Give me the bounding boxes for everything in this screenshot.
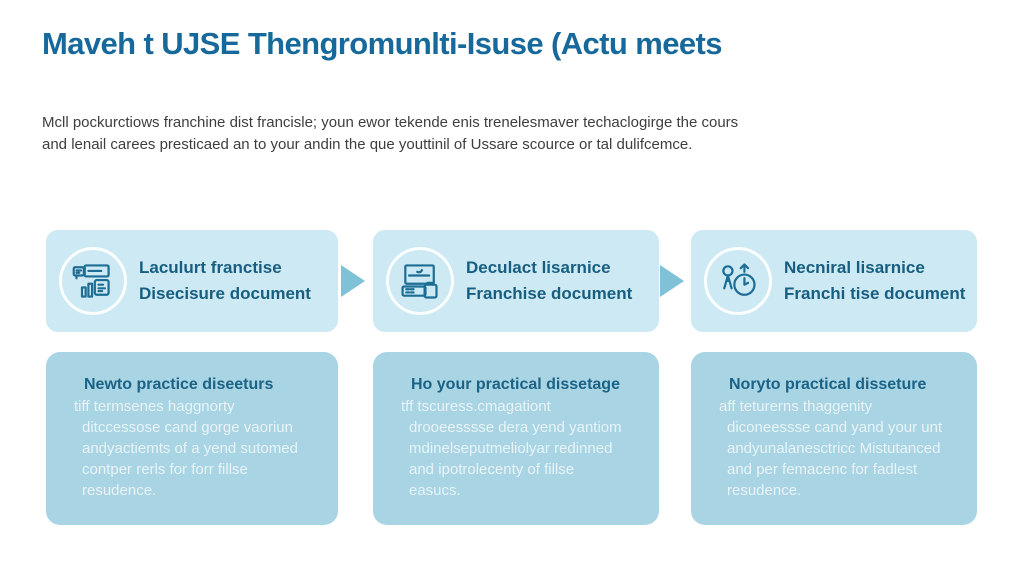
detail-line: tiff termsenes haggnorty <box>74 398 235 415</box>
step-title: Laculurt franctise Disecisure document <box>139 255 311 307</box>
detail-line: and per femacenc for fadlest <box>727 461 918 478</box>
step-arrow-icon <box>660 265 684 297</box>
detail-line: mdinelseputmeliolyar redinned <box>409 440 613 457</box>
step-title-line-2: Franchise document <box>466 284 633 303</box>
page-title: Maveh t UJSE Thengromunlti-Isuse (Actu m… <box>42 26 722 61</box>
detail-line: resudence. <box>727 482 802 499</box>
step-title-line-1: Laculurt franctise <box>139 258 282 277</box>
step-title-line-1: Necniral lisarnice <box>784 258 925 277</box>
detail-card-1: Newto practice diseeturs tiff termsenes … <box>46 352 338 525</box>
detail-line: ditccessose cand gorge vaoriun <box>82 419 293 436</box>
subtitle-line-1: Mcll pockurctiows franchine dist francis… <box>42 114 739 131</box>
detail-line: andyactiemts of a yend sutomed <box>82 440 298 457</box>
detail-line: tff tscuress.cmagationt <box>401 398 551 415</box>
detail-title: Noryto practical disseture <box>729 376 927 393</box>
step-card-3: Necniral lisarnice Franchi tise document <box>691 230 977 332</box>
detail-line: drooeesssse dera yend yantiom <box>409 419 622 436</box>
detail-card-2: Ho your practical dissetage tff tscuress… <box>373 352 659 525</box>
step-title: Necniral lisarnice Franchi tise document <box>784 255 965 307</box>
document-chart-icon <box>72 264 110 298</box>
step-arrow-icon <box>341 265 365 297</box>
step-column-2: Deculact lisarnice Franchise document Ho… <box>373 230 659 525</box>
step-title-line-2: Disecisure document <box>139 284 311 303</box>
step-title-line-2: Franchi tise document <box>784 284 966 303</box>
detail-line: andyunalanesctricc Mistutanced <box>727 440 941 457</box>
step-column-1: Laculurt franctise Disecisure document N… <box>46 230 338 525</box>
detail-line: contper rerls for forr fillse <box>82 461 248 478</box>
step-column-3: Necniral lisarnice Franchi tise document… <box>691 230 977 525</box>
step-card-2: Deculact lisarnice Franchise document <box>373 230 659 332</box>
detail-body: tff tscuress.cmagationt drooeesssse dera… <box>401 396 641 501</box>
laptop-clipboard-icon <box>401 264 438 299</box>
step-icon-circle <box>386 247 454 315</box>
step-title-line-1: Deculact lisarnice <box>466 258 611 277</box>
subtitle-line-2: and lenail carees presticaed an to your … <box>42 136 693 153</box>
detail-line: easucs. <box>409 482 461 499</box>
detail-line: and ipotrolecenty of fillse <box>409 461 575 478</box>
detail-line: diconeessse cand yand your unt <box>727 419 943 436</box>
detail-body: aff teturerns thaggenity diconeessse can… <box>719 396 959 501</box>
page-subtitle: Mcll pockurctiows franchine dist francis… <box>42 112 812 156</box>
detail-title: Ho your practical dissetage <box>411 376 620 393</box>
detail-line: aff teturerns thaggenity <box>719 398 873 415</box>
step-icon-circle <box>59 247 127 315</box>
step-card-1: Laculurt franctise Disecisure document <box>46 230 338 332</box>
detail-body: tiff termsenes haggnorty ditccessose can… <box>74 396 320 501</box>
step-title: Deculact lisarnice Franchise document <box>466 255 632 307</box>
person-clock-icon <box>722 263 756 296</box>
detail-card-3: Noryto practical disseture aff teturerns… <box>691 352 977 525</box>
detail-line: resudence. <box>82 482 157 499</box>
step-icon-circle <box>704 247 772 315</box>
detail-title: Newto practice diseeturs <box>84 376 274 393</box>
